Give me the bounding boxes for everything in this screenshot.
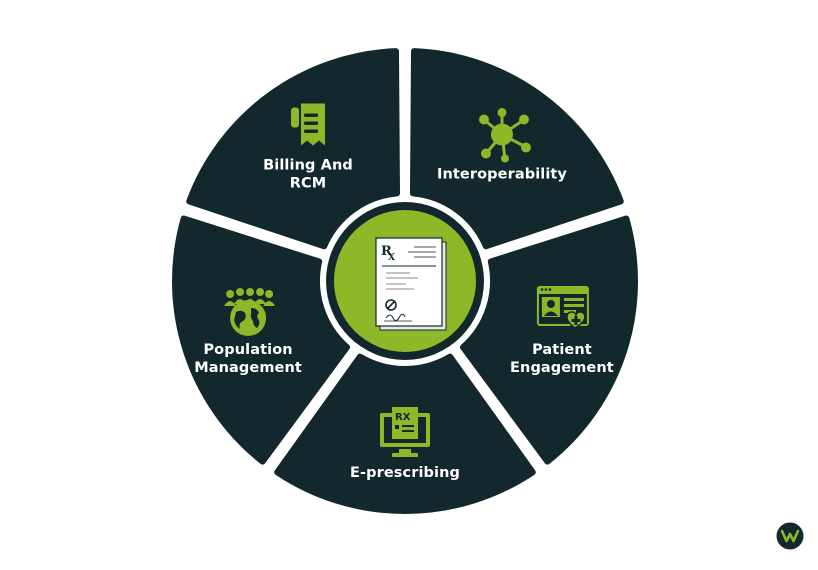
population-globe-icon <box>224 287 276 336</box>
segment-label: Interoperability <box>437 167 567 183</box>
rx-computer-icon: RX <box>380 407 430 457</box>
segment-rx-computer: RX E-prescribing <box>274 353 536 514</box>
segment-label-line: E-prescribing <box>350 465 460 481</box>
segment-label-line: Billing And <box>263 158 353 174</box>
center-hub: R X <box>326 202 484 360</box>
prescription-document-icon: R X <box>375 237 447 331</box>
segment-shape <box>459 215 638 465</box>
segment-label-line: RCM <box>290 176 327 192</box>
segment-label-line: Management <box>194 360 302 376</box>
patient-portal-icon <box>536 285 589 329</box>
svg-text:RX: RX <box>395 412 411 423</box>
segment-label-line: Engagement <box>510 360 614 376</box>
receipt-icon <box>291 103 326 146</box>
segment-network-nodes: Interoperability <box>409 48 624 250</box>
segment-label-line: Interoperability <box>437 167 567 183</box>
segment-shape <box>186 48 401 250</box>
svg-text:X: X <box>388 253 395 263</box>
segment-label: E-prescribing <box>350 465 460 481</box>
brand-logo-icon <box>776 522 804 550</box>
network-nodes-icon <box>478 108 531 163</box>
segment-shape <box>172 215 351 465</box>
segment-label-line: Patient <box>532 342 592 358</box>
segment-shape <box>409 48 624 250</box>
segment-label-line: Population <box>203 342 292 358</box>
svg-text:R: R <box>381 244 392 259</box>
